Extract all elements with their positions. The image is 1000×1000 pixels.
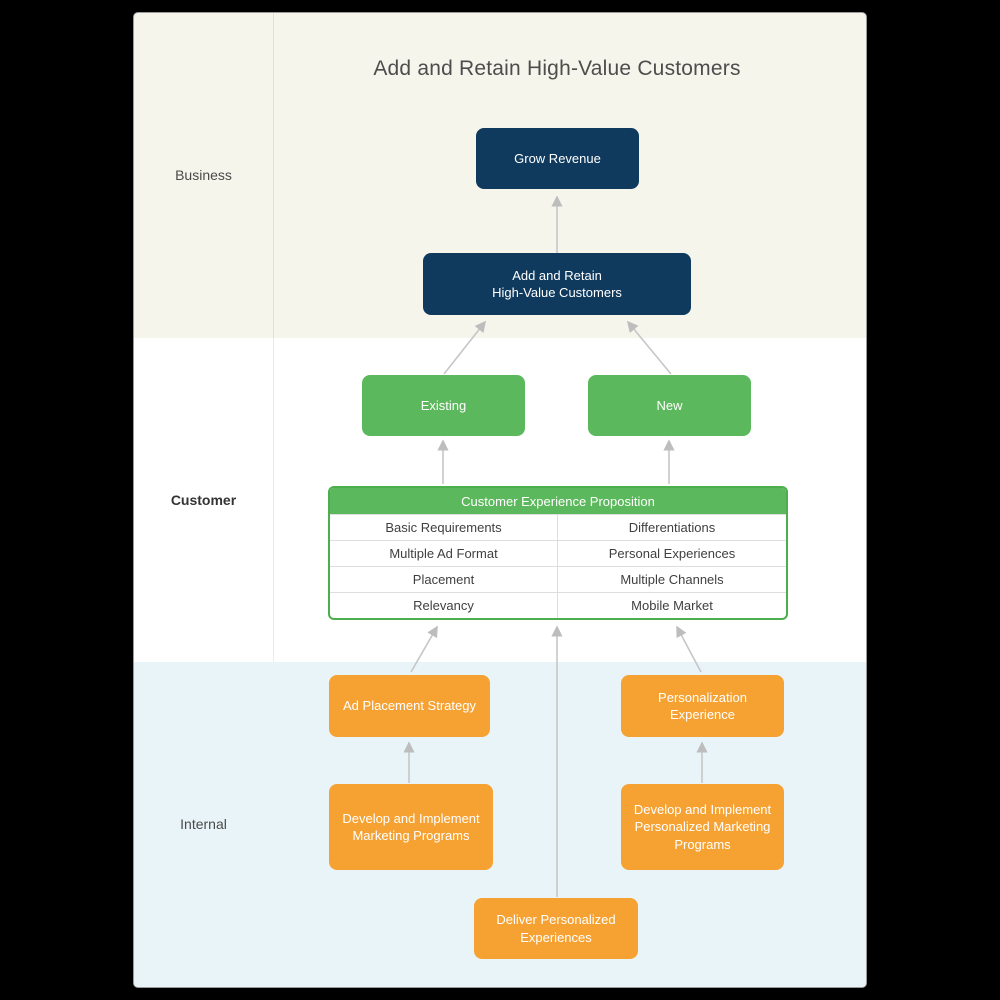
table-cell: Mobile Market — [631, 598, 713, 613]
table-row: Multiple Ad Format Personal Experiences — [330, 540, 786, 566]
band-label-internal: Internal — [180, 816, 227, 832]
table-cell: Multiple Channels — [620, 572, 724, 587]
node-grow-revenue: Grow Revenue — [476, 128, 639, 189]
label-column-divider — [273, 13, 274, 662]
node-deliver-personalized-experiences: Deliver Personalized Experiences — [474, 898, 638, 959]
table-cell: Basic Requirements — [330, 515, 558, 540]
table-cell: Placement — [330, 567, 558, 592]
table-cell: Personal Experiences — [608, 546, 736, 561]
node-new: New — [588, 375, 751, 436]
node-ad-placement-strategy: Ad Placement Strategy — [329, 675, 490, 737]
table-header: Customer Experience Proposition — [330, 488, 786, 514]
diagram-page: Add and Retain High-Value Customers Busi… — [133, 12, 867, 988]
table-row: Placement Multiple Channels — [330, 566, 786, 592]
node-existing: Existing — [362, 375, 525, 436]
band-label-business: Business — [175, 167, 232, 183]
node-develop-implement-personalized-marketing-programs: Develop and Implement Personalized Marke… — [621, 784, 784, 870]
table-cell: Multiple Ad Format — [330, 541, 558, 566]
table-cell: Differentiations — [628, 520, 716, 535]
node-personalization-experience: Personalization Experience — [621, 675, 784, 737]
node-develop-implement-marketing-programs: Develop and Implement Marketing Programs — [329, 784, 493, 870]
diagram-title: Add and Retain High-Value Customers — [373, 57, 741, 80]
customer-experience-proposition-table: Customer Experience Proposition Basic Re… — [328, 486, 788, 620]
table-cell: Relevancy — [330, 593, 558, 618]
table-row: Basic Requirements Differentiations — [330, 514, 786, 540]
band-label-customer: Customer — [170, 492, 237, 508]
node-add-retain-high-value-customers: Add and Retain High-Value Customers — [423, 253, 691, 315]
table-row: Relevancy Mobile Market — [330, 592, 786, 618]
